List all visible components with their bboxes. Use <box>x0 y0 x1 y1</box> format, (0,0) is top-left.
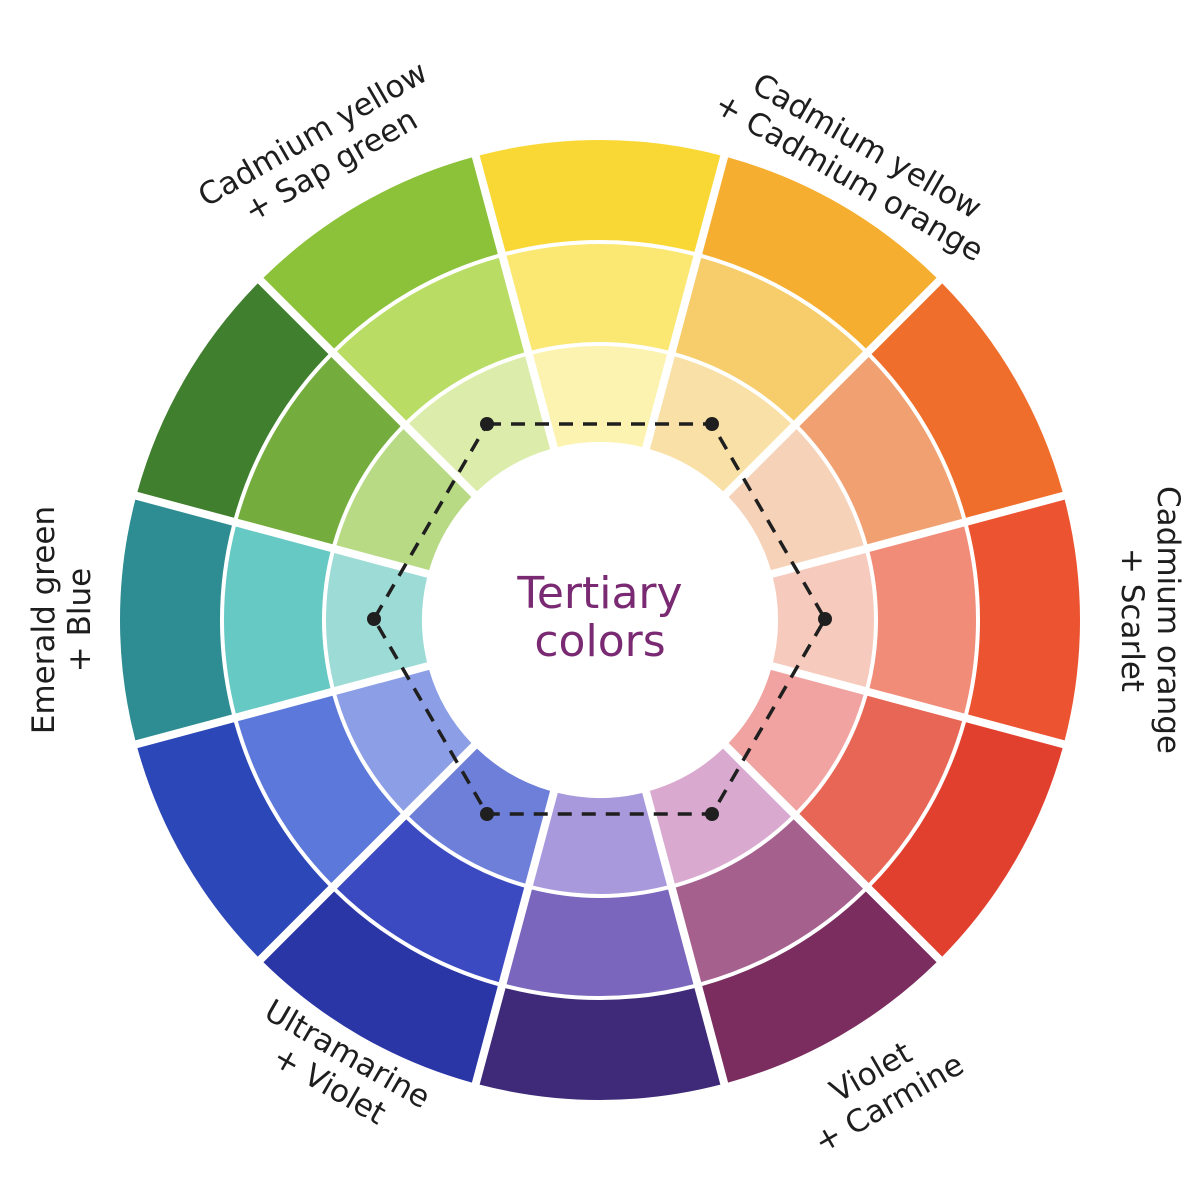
segment-yellow-outer <box>479 140 721 252</box>
segment-red-violet-outer <box>702 891 937 1083</box>
segment-blue-outer <box>137 722 329 957</box>
segment-blue-green-outer <box>120 499 232 741</box>
label-cadmium-orange-scarlet: Cadmium orange + Scarlet <box>1114 486 1186 754</box>
hexagon-vertex-dot-2 <box>818 612 832 626</box>
label-line1: Cadmium orange <box>1149 486 1186 754</box>
segment-orange-middle <box>799 356 963 545</box>
segment-green-outer <box>137 283 329 518</box>
hexagon-vertex-dot-5 <box>367 612 381 626</box>
segment-violet-outer <box>479 988 721 1100</box>
label-line2: + Blue <box>62 567 99 673</box>
center-title-line1: Tertiary <box>517 568 683 619</box>
segment-blue-inner <box>336 669 472 811</box>
label-line2: + Scarlet <box>1113 547 1150 693</box>
segment-blue-green-middle <box>223 526 331 714</box>
segment-blue-middle <box>237 695 401 884</box>
hexagon-vertex-dot-4 <box>480 807 494 821</box>
segment-yellow-green-middle <box>336 257 525 421</box>
segment-yellow-green-inner <box>409 356 551 492</box>
segment-red-inner <box>728 669 864 811</box>
segment-yellow-orange-middle <box>675 257 864 421</box>
segment-green-middle <box>237 356 401 545</box>
segment-red-orange-outer <box>968 499 1081 741</box>
segment-orange-inner <box>728 429 864 571</box>
segment-blue-violet-inner <box>409 748 551 884</box>
segment-blue-violet-middle <box>336 819 525 983</box>
segment-yellow-orange-outer <box>702 157 937 349</box>
hexagon-vertex-dot-3 <box>705 807 719 821</box>
hexagon-vertex-dot-0 <box>480 417 494 431</box>
segment-red-orange-middle <box>869 526 976 714</box>
label-line1: Emerald green <box>26 505 63 735</box>
wheel-segments <box>120 140 1081 1100</box>
hexagon-vertex-dots <box>367 417 832 821</box>
segment-red-outer <box>871 722 1063 957</box>
center-title: Tertiary colors <box>450 570 750 666</box>
hexagon-vertex-dot-1 <box>705 417 719 431</box>
segment-red-violet-inner <box>649 748 791 884</box>
segment-yellow-inner <box>532 346 668 448</box>
segment-orange-outer <box>871 283 1063 518</box>
segment-red-middle <box>799 695 963 884</box>
segment-violet-inner <box>532 792 668 894</box>
segment-violet-middle <box>506 889 694 996</box>
label-emerald-green-blue: Emerald green + Blue <box>26 506 98 734</box>
segment-yellow-green-outer <box>263 157 498 349</box>
segment-green-inner <box>336 429 472 571</box>
segment-red-violet-middle <box>675 819 864 983</box>
segment-yellow-middle <box>506 243 694 351</box>
segment-yellow-orange-inner <box>649 356 791 492</box>
segment-blue-violet-outer <box>263 891 498 1083</box>
center-title-line2: colors <box>534 616 666 667</box>
